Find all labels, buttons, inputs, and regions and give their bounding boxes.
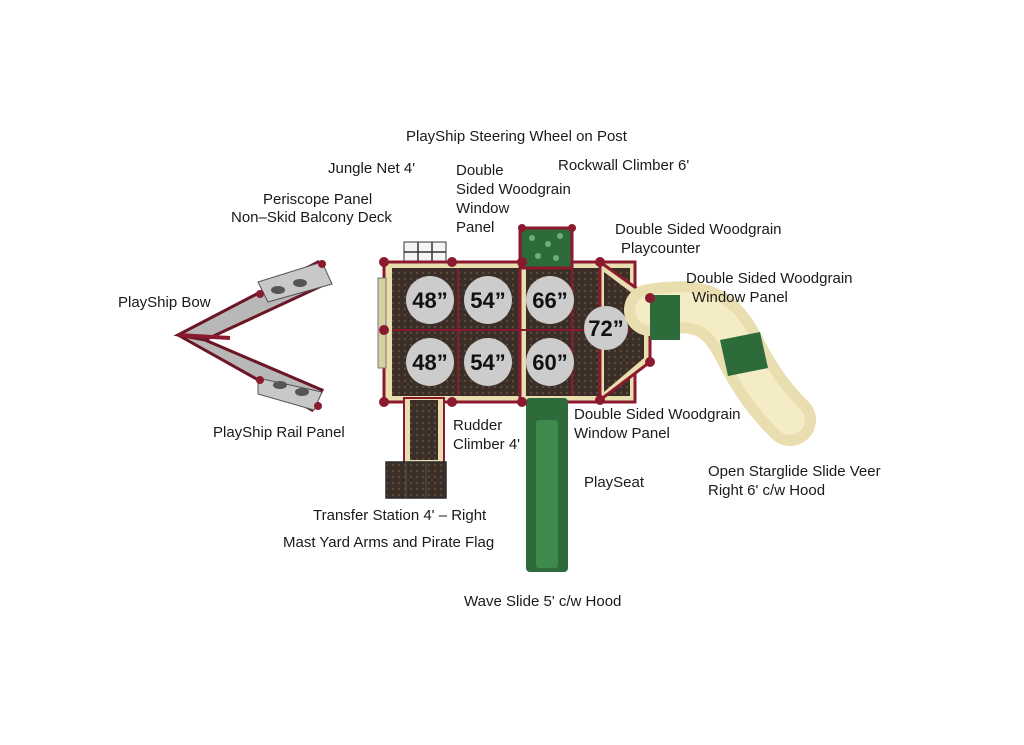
label-mast: Mast Yard Arms and Pirate Flag (283, 534, 495, 551)
height-label: 66” (532, 288, 567, 313)
height-label: 48” (412, 350, 447, 375)
label-line: Rudder (453, 417, 503, 434)
label-starglide: Open Starglide Slide Veer Right 6' c/w H… (708, 462, 881, 500)
height-label: 60” (532, 350, 567, 375)
posts (379, 224, 655, 407)
label-periscope: Periscope Panel (263, 191, 373, 208)
label-line: Double Sided Woodgrain (574, 406, 741, 423)
label-rail-panel: PlayShip Rail Panel (213, 424, 345, 441)
label-line: Window Panel (692, 289, 788, 306)
label-playcounter: Double Sided Woodgrain Playcounter (615, 220, 782, 258)
label-line: Double Sided Woodgrain (615, 221, 782, 238)
label-playseat: PlaySeat (584, 474, 645, 491)
label-line: Panel (456, 219, 495, 236)
label-line: Open Starglide Slide Veer (708, 463, 881, 480)
label-balcony-deck: Non–Skid Balcony Deck (231, 209, 392, 226)
label-double-sided-window-1: Double Sided Woodgrain Window Panel (456, 161, 571, 237)
wave-slide-shape (526, 398, 568, 572)
label-transfer: Transfer Station 4' – Right (313, 507, 487, 524)
label-double-sided-window-3: Double Sided Woodgrain Window Panel (574, 405, 741, 443)
label-line: Sided Woodgrain (456, 181, 571, 198)
label-line: Window (456, 200, 510, 217)
label-bow: PlayShip Bow (118, 294, 211, 311)
height-circles (406, 276, 628, 386)
height-label: 72” (588, 316, 623, 341)
label-line: Climber 4' (453, 436, 521, 453)
playship-bow-shape (173, 260, 333, 413)
height-label: 48” (412, 288, 447, 313)
label-rockwall: Rockwall Climber 6' (558, 157, 690, 174)
label-line: Double (456, 162, 504, 179)
label-wave-slide: Wave Slide 5' c/w Hood (464, 593, 622, 610)
label-line: Double Sided Woodgrain (686, 270, 853, 287)
label-steering-wheel: PlayShip Steering Wheel on Post (406, 128, 627, 145)
height-label: 54” (470, 350, 505, 375)
rockwall-shape (518, 226, 574, 270)
transfer-station-shape (385, 397, 447, 499)
label-line: Window Panel (574, 425, 670, 442)
height-label: 54” (470, 288, 505, 313)
label-rudder: Rudder Climber 4' (453, 416, 520, 454)
label-line: Right 6' c/w Hood (708, 482, 826, 499)
label-jungle-net: Jungle Net 4' (328, 160, 416, 177)
label-double-sided-window-2: Double Sided Woodgrain Window Panel (686, 269, 853, 307)
starglide-slide-shape (624, 281, 816, 446)
label-line: Playcounter (621, 240, 701, 257)
